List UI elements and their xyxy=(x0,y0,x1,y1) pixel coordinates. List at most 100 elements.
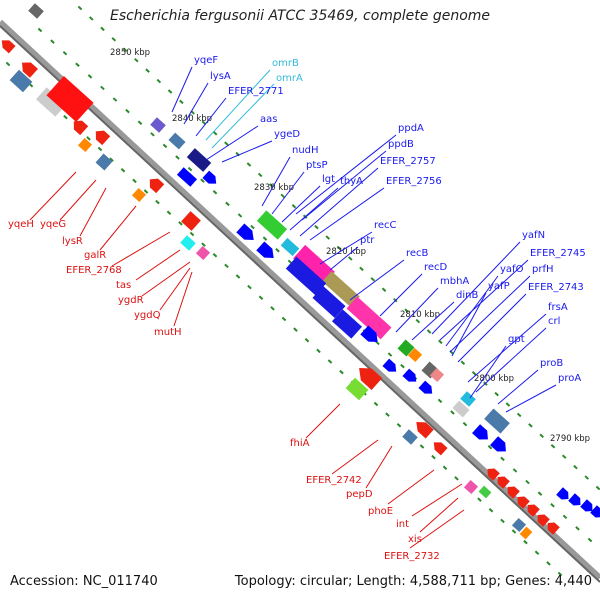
tick-mark xyxy=(175,155,180,160)
leader-line xyxy=(211,83,275,149)
reverse-gene xyxy=(95,130,111,146)
tick-mark xyxy=(122,47,128,52)
forward-gene-label: crl xyxy=(548,316,560,327)
forward-gene xyxy=(236,223,254,241)
tick-mark xyxy=(512,468,518,473)
gene-block xyxy=(256,210,288,240)
leader-line xyxy=(349,259,405,301)
kbp-tick-label: 2800 kbp xyxy=(474,374,514,384)
gene-block xyxy=(181,211,201,231)
forward-gene-label: frsA xyxy=(548,302,568,313)
forward-gene-label: EFER_2743 xyxy=(528,282,584,293)
tick-mark xyxy=(250,224,255,230)
tick-mark xyxy=(573,464,578,470)
gene-block xyxy=(77,137,93,153)
forward-gene-label: yafP xyxy=(488,281,510,292)
tick-mark xyxy=(224,141,229,146)
leader-line xyxy=(205,69,271,141)
tick-mark xyxy=(575,526,580,531)
tick-mark xyxy=(325,235,331,240)
tick-mark xyxy=(167,89,173,94)
reverse-gene-label: xis xyxy=(408,534,422,545)
gene-block xyxy=(180,235,196,251)
reverse-gene xyxy=(1,40,16,54)
leader-line xyxy=(183,82,209,125)
tick-mark xyxy=(488,508,494,513)
gene-block xyxy=(511,517,527,533)
forward-gene xyxy=(472,424,488,440)
gene-block xyxy=(322,271,360,307)
reverse-gene-label: tas xyxy=(116,280,131,291)
tick-mark xyxy=(500,456,505,462)
kbp-tick-label: 2850 kbp xyxy=(110,48,150,58)
tick-mark xyxy=(442,465,448,470)
leader-line xyxy=(141,261,191,297)
leader-line xyxy=(195,97,227,137)
tick-mark xyxy=(359,266,364,272)
tick-mark xyxy=(235,274,241,279)
tick-mark xyxy=(437,398,443,404)
gene-block xyxy=(463,479,479,495)
gene-block xyxy=(452,400,470,418)
tick-mark xyxy=(189,231,195,237)
tick-mark xyxy=(327,359,333,364)
leader-line xyxy=(305,403,341,439)
tick-mark xyxy=(100,85,105,91)
tick-mark xyxy=(280,193,285,199)
leader-line xyxy=(29,171,77,221)
gene-block xyxy=(293,244,335,286)
forward-gene-label: yafO xyxy=(500,264,524,275)
leader-line xyxy=(329,246,359,271)
tick-mark xyxy=(247,284,252,290)
forward-gene-label: recB xyxy=(406,248,429,259)
tick-mark xyxy=(316,348,321,354)
reverse-gene xyxy=(537,514,550,527)
tick-mark xyxy=(162,143,168,149)
tick-mark xyxy=(584,475,590,480)
kbp-tick-label: 2820 kbp xyxy=(326,247,366,257)
forward-gene xyxy=(402,368,417,382)
reverse-gene-label: ygdQ xyxy=(134,310,161,321)
reverse-gene-label: int xyxy=(396,519,409,530)
reverse-gene xyxy=(433,442,448,456)
kbp-tick-label: 2790 kbp xyxy=(550,434,590,444)
leader-line xyxy=(111,231,171,267)
gene-block xyxy=(484,408,510,434)
tick-mark xyxy=(258,295,264,300)
tick-mark xyxy=(336,245,342,251)
reverse-gene-label: EFER_2768 xyxy=(66,265,122,276)
reverse-gene-label: yqeH xyxy=(8,219,34,230)
reverse-gene xyxy=(73,120,89,136)
leader-line xyxy=(419,497,459,533)
feature-layer xyxy=(1,3,600,540)
tick-mark xyxy=(525,479,530,485)
reverse-gene-label: galR xyxy=(84,250,106,261)
forward-gene-label: dinB xyxy=(456,290,478,301)
tick-mark xyxy=(550,444,556,449)
tick-mark xyxy=(88,16,94,21)
forward-gene xyxy=(360,325,378,343)
tick-mark xyxy=(275,247,280,253)
forward-gene-label: ppdA xyxy=(398,123,424,134)
reverse-gene xyxy=(149,178,165,194)
gene-block xyxy=(28,3,44,19)
tick-mark xyxy=(500,518,505,524)
leader-line xyxy=(411,301,455,341)
tick-mark xyxy=(132,178,137,184)
kbp-tick-label: 2810 kbp xyxy=(400,310,440,320)
tick-mark xyxy=(528,423,533,428)
tick-mark xyxy=(557,571,563,577)
forward-gene-label: ptr xyxy=(360,235,375,246)
tick-mark xyxy=(111,37,117,42)
leader-line xyxy=(205,125,259,161)
leader-line xyxy=(281,185,321,223)
tick-mark xyxy=(511,529,517,534)
gene-block xyxy=(460,391,476,407)
tick-mark xyxy=(201,120,207,126)
gene-block xyxy=(312,286,346,318)
forward-gene-label: lysA xyxy=(210,71,231,82)
tick-mark xyxy=(37,27,43,33)
leader-line xyxy=(309,187,385,241)
tick-mark xyxy=(314,224,319,230)
tick-mark xyxy=(50,39,55,44)
